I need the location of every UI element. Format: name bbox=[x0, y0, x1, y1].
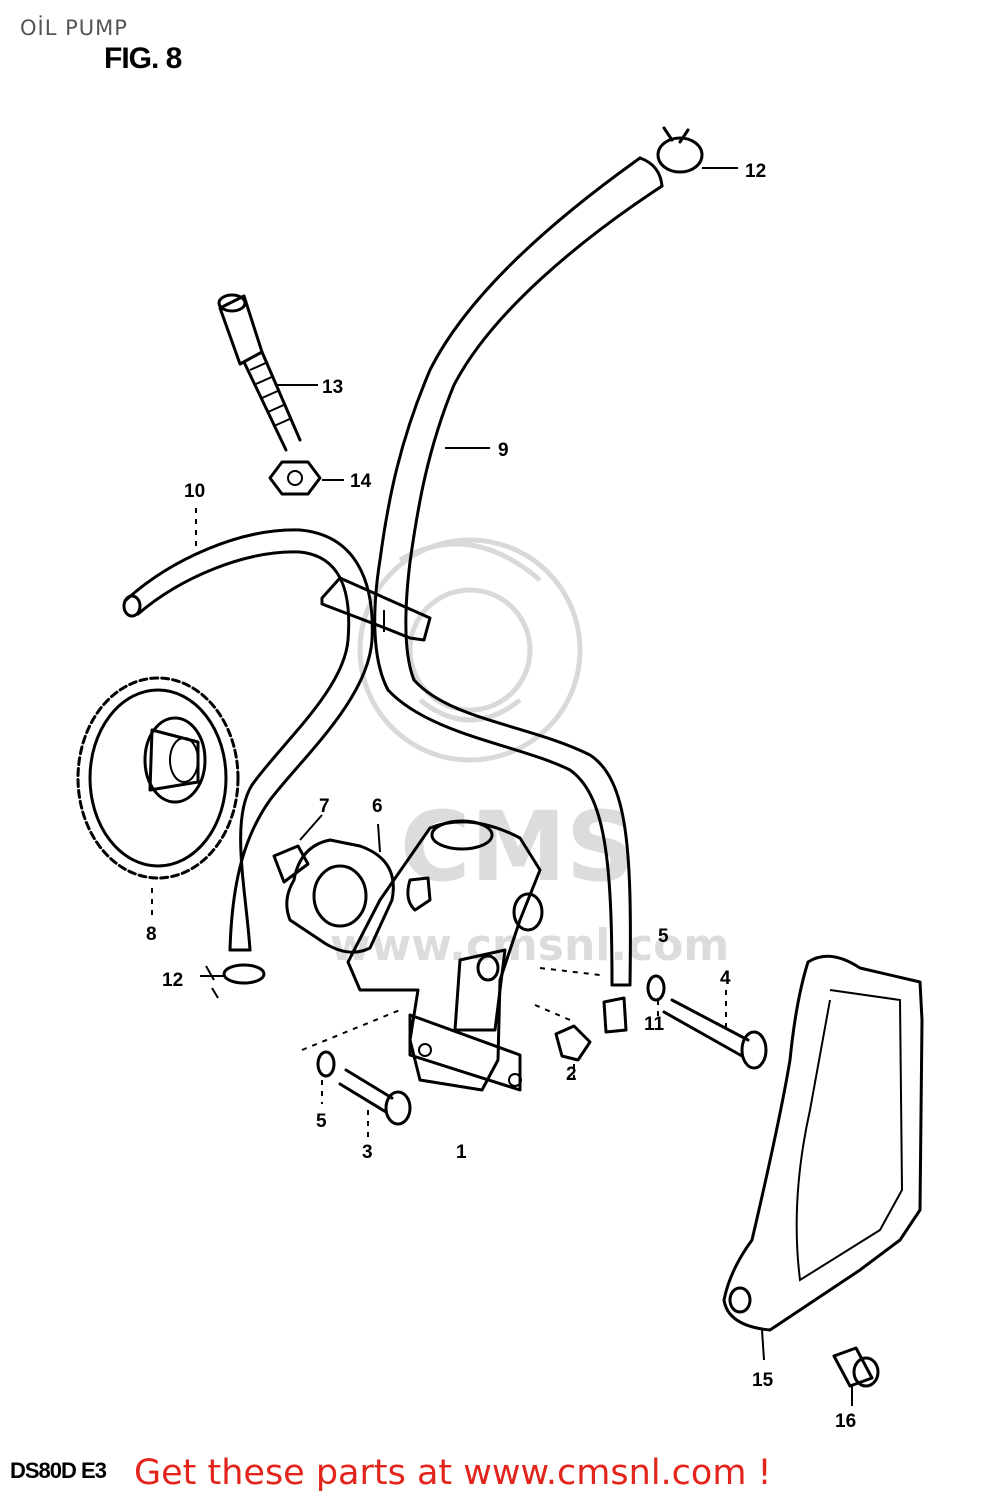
oil-pump-cover bbox=[722, 954, 924, 1361]
callout-3: 3 bbox=[362, 1142, 373, 1163]
hose-clamp-bottom bbox=[200, 963, 266, 999]
washer-5 bbox=[316, 1050, 336, 1104]
callout-1: 1 bbox=[456, 1142, 467, 1163]
hose-holder-clip bbox=[320, 576, 432, 642]
callout-6: 6 bbox=[372, 796, 383, 817]
oil-hose-main bbox=[373, 156, 664, 987]
callout-7: 7 bbox=[319, 796, 330, 817]
screw-3 bbox=[338, 1068, 412, 1140]
drive-gear bbox=[76, 676, 240, 915]
figure-label: FIG. 8 bbox=[104, 42, 182, 75]
callout-10: 10 bbox=[184, 481, 205, 502]
callout-9: 9 bbox=[498, 440, 509, 461]
callout-11: 11 bbox=[644, 1014, 665, 1035]
callout-5-left: 5 bbox=[316, 1111, 327, 1132]
callout-4: 4 bbox=[720, 968, 731, 989]
callout-15: 15 bbox=[752, 1370, 774, 1391]
model-code: DS80D E3 bbox=[10, 1458, 107, 1483]
callout-14: 14 bbox=[350, 471, 372, 492]
callout-12-top: 12 bbox=[745, 161, 766, 182]
callout-5-right: 5 bbox=[658, 926, 669, 947]
callout-12-bottom: 12 bbox=[162, 970, 183, 991]
callout-2: 2 bbox=[566, 1064, 577, 1085]
screw-16 bbox=[832, 1346, 880, 1406]
oil-hose-secondary bbox=[122, 508, 374, 952]
gasket bbox=[285, 823, 395, 954]
hex-nut bbox=[268, 460, 344, 496]
callout-8: 8 bbox=[146, 924, 157, 945]
o-ring-small bbox=[272, 814, 323, 884]
washer-11 bbox=[602, 974, 666, 1034]
callout-16: 16 bbox=[835, 1411, 856, 1432]
hose-clamp-top bbox=[656, 126, 738, 174]
oil-pump-body bbox=[301, 819, 601, 1092]
callout-13: 13 bbox=[322, 377, 343, 398]
stud-bolt bbox=[217, 293, 318, 452]
screw-4 bbox=[662, 990, 768, 1070]
svg-text:www.cmsnl.com: www.cmsnl.com bbox=[330, 920, 729, 971]
promo-link[interactable]: Get these parts at www.cmsnl.com ! bbox=[134, 1453, 772, 1493]
page-title: OİL PUMP bbox=[20, 16, 128, 40]
drain-plug bbox=[554, 1024, 592, 1082]
svg-text:CMS: CMS bbox=[400, 791, 635, 903]
